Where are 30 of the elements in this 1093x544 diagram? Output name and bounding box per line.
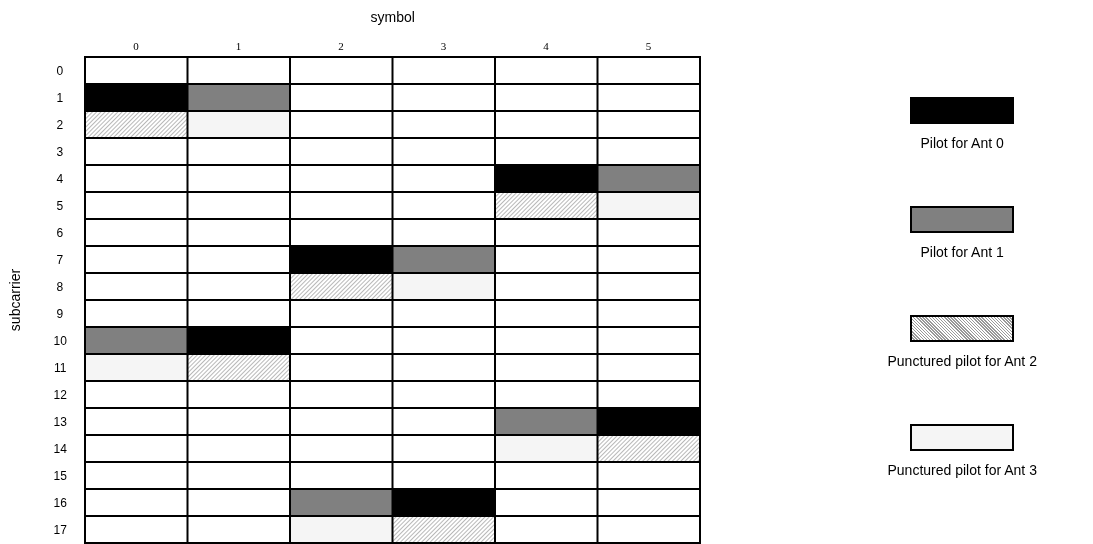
column-number: 3 xyxy=(440,40,447,52)
row-number: 14 xyxy=(53,441,67,456)
row-number: 16 xyxy=(53,495,67,510)
row-number: 4 xyxy=(56,171,64,186)
row-number: 1 xyxy=(56,90,64,105)
axis-title: symbol xyxy=(370,9,415,25)
legend-label: Punctured pilot for Ant 2 xyxy=(887,353,1037,369)
legend-label: Pilot for Ant 0 xyxy=(920,135,1004,151)
row-number: 15 xyxy=(53,468,67,483)
row-number: 5 xyxy=(56,198,64,213)
column-number: 1 xyxy=(235,40,242,52)
row-number: 11 xyxy=(54,360,67,375)
row-number: 2 xyxy=(56,117,64,132)
axis-title: subcarrier xyxy=(7,268,24,332)
row-number: 10 xyxy=(53,333,67,348)
legend-label: Punctured pilot for Ant 3 xyxy=(887,462,1037,478)
row-number: 9 xyxy=(56,306,64,321)
row-number: 12 xyxy=(53,387,67,402)
column-number: 2 xyxy=(338,40,344,52)
row-number: 3 xyxy=(56,144,64,159)
row-number: 0 xyxy=(56,63,64,78)
row-number: 6 xyxy=(56,225,64,240)
row-number: 17 xyxy=(53,522,67,537)
row-number: 13 xyxy=(53,414,67,429)
row-number: 8 xyxy=(56,279,64,294)
column-number: 0 xyxy=(133,40,139,52)
column-number: 4 xyxy=(543,40,549,52)
column-number: 5 xyxy=(645,40,652,52)
row-number: 7 xyxy=(56,252,64,267)
legend-label: Pilot for Ant 1 xyxy=(920,244,1004,260)
